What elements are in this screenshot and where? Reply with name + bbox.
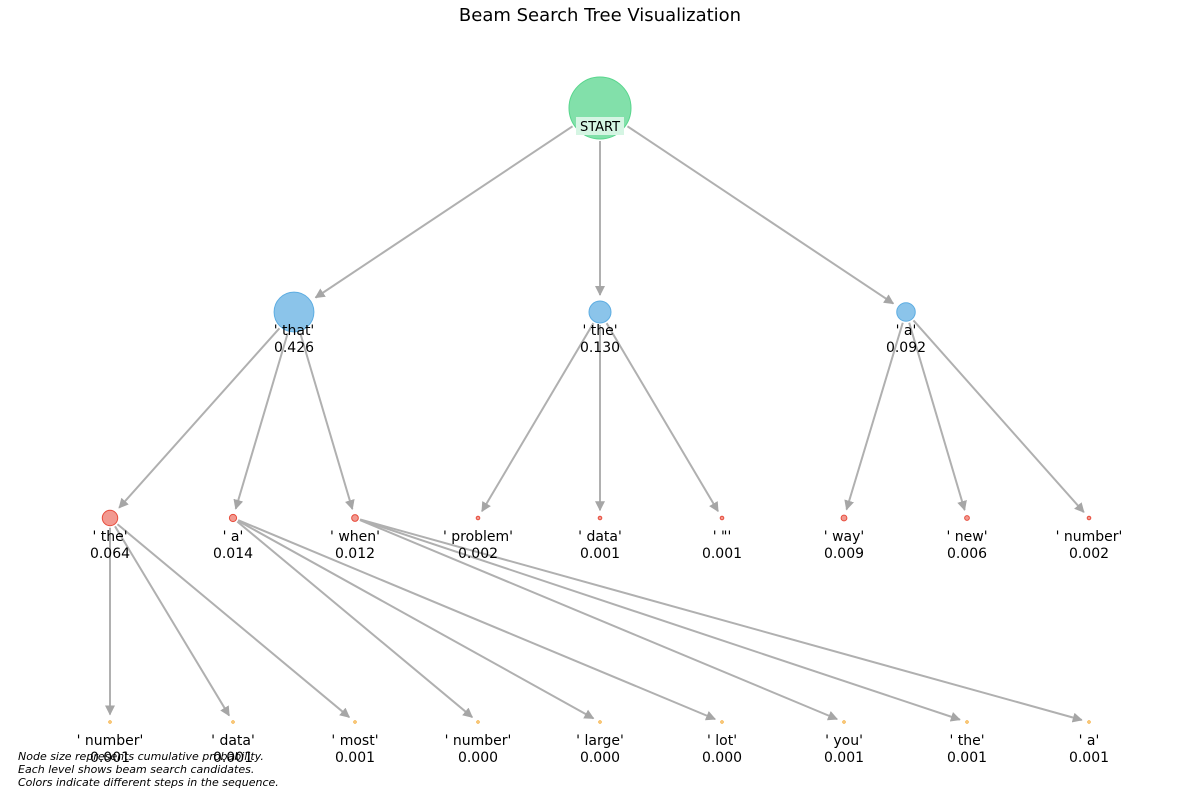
- edge-n3-n3c: [912, 319, 1085, 513]
- tree-node-l4: [476, 720, 480, 724]
- node-token-label: ' data': [211, 733, 255, 749]
- start-node-label: START: [580, 120, 620, 135]
- edge-start-n1: [314, 125, 574, 299]
- node-prob-label: 0.092: [886, 340, 926, 356]
- edge-n1c-l9: [359, 518, 1083, 723]
- edge-n1a-l2: [114, 525, 230, 717]
- edge-n1-n1a: [118, 327, 281, 509]
- edge-n2-n2c: [605, 322, 719, 513]
- node-token-label: ' number': [77, 733, 144, 749]
- node-prob-label: 0.009: [824, 546, 864, 562]
- edge-n1b-l6: [237, 519, 717, 721]
- tree-node-l1: [108, 720, 112, 724]
- node-prob-label: 0.426: [274, 340, 314, 356]
- node-token-label: ' data': [578, 529, 622, 545]
- tree-node-n1b: [228, 513, 238, 523]
- tree-node-n2b: [597, 515, 603, 521]
- tree-node-n1c: [351, 514, 359, 522]
- node-token-label: ' number': [1056, 529, 1123, 545]
- node-prob-label: 0.000: [702, 750, 742, 766]
- node-prob-label: 0.006: [947, 546, 987, 562]
- tree-node-n2: [588, 300, 612, 324]
- node-token-label: ' the': [582, 323, 617, 339]
- tree-node-n1: [273, 291, 315, 333]
- edge-n1-n1b: [233, 332, 289, 510]
- node-prob-label: 0.001: [1069, 750, 1109, 766]
- chart-title: Beam Search Tree Visualization: [459, 5, 741, 26]
- node-prob-label: 0.012: [335, 546, 375, 562]
- tree-node-l2: [231, 720, 235, 724]
- node-prob-label: 0.130: [580, 340, 620, 356]
- start-label-bg: [576, 117, 624, 135]
- tree-node-n3b: [964, 515, 970, 521]
- edges-layer: [105, 125, 1085, 723]
- footnote: Node size represents cumulative probabil…: [18, 750, 279, 789]
- node-token-label: ' that': [274, 323, 315, 339]
- edge-n1b-l5: [237, 519, 595, 720]
- edge-n1c-l7: [359, 519, 839, 721]
- node-prob-label: 0.001: [335, 750, 375, 766]
- note-line-2: Each level shows beam search candidates.: [18, 763, 254, 776]
- edge-n2-n2a: [481, 322, 595, 513]
- node-token-label: ' new': [946, 529, 987, 545]
- node-token-label: ' a': [223, 529, 244, 545]
- node-token-label: ' the': [92, 529, 127, 545]
- tree-node-l6: [720, 720, 724, 724]
- node-prob-label: 0.001: [702, 546, 742, 562]
- node-token-label: ' a': [1079, 733, 1100, 749]
- edge-n3-n3a: [844, 322, 904, 511]
- node-token-label: ' lot': [707, 733, 737, 749]
- node-token-label: ' you': [825, 733, 863, 749]
- tree-node-l7: [842, 720, 846, 724]
- node-prob-label: 0.001: [90, 750, 130, 766]
- node-prob-label: 0.001: [824, 750, 864, 766]
- node-prob-label: 0.000: [458, 750, 498, 766]
- tree-node-l8: [965, 720, 969, 724]
- node-prob-label: 0.000: [580, 750, 620, 766]
- node-prob-label: 0.001: [213, 750, 253, 766]
- tree-node-n3c: [1086, 515, 1092, 521]
- node-token-label: ' large': [576, 733, 624, 749]
- tree-node-n2a: [475, 515, 481, 521]
- node-token-label: ' a': [896, 323, 917, 339]
- tree-node-l9: [1087, 720, 1091, 724]
- note-line-1: Node size represents cumulative probabil…: [18, 750, 264, 763]
- node-token-label: ' number': [445, 733, 512, 749]
- edge-n1a-l3: [116, 523, 351, 718]
- tree-node-l5: [598, 720, 602, 724]
- node-token-label: ' the': [949, 733, 984, 749]
- edge-n1-n1c: [299, 332, 355, 511]
- nodes-layer: [101, 76, 1092, 724]
- node-prob-label: 0.002: [1069, 546, 1109, 562]
- node-prob-label: 0.001: [947, 750, 987, 766]
- node-prob-label: 0.002: [458, 546, 498, 562]
- note-line-3: Colors indicate different steps in the s…: [18, 776, 279, 789]
- tree-node-n3a: [840, 514, 848, 522]
- node-prob-label: 0.014: [213, 546, 253, 562]
- edge-n3-n3b: [908, 322, 967, 511]
- tree-node-n1a: [101, 509, 119, 527]
- node-token-label: ' "': [713, 529, 732, 545]
- node-prob-label: 0.001: [580, 546, 620, 562]
- node-prob-label: 0.064: [90, 546, 130, 562]
- edge-n1b-l4: [236, 520, 474, 718]
- tree-node-n3: [896, 302, 916, 322]
- node-token-label: ' way': [824, 529, 864, 545]
- tree-node-l3: [353, 720, 357, 724]
- node-token-label: ' when': [330, 529, 380, 545]
- edge-n1c-l8: [359, 518, 961, 722]
- tree-node-n2c: [719, 515, 725, 521]
- node-token-label: ' problem': [443, 529, 513, 545]
- edge-start-n3: [626, 125, 895, 305]
- node-token-label: ' most': [331, 733, 378, 749]
- labels-layer: START' that'0.426' the'0.130' a'0.092' t…: [77, 117, 1123, 766]
